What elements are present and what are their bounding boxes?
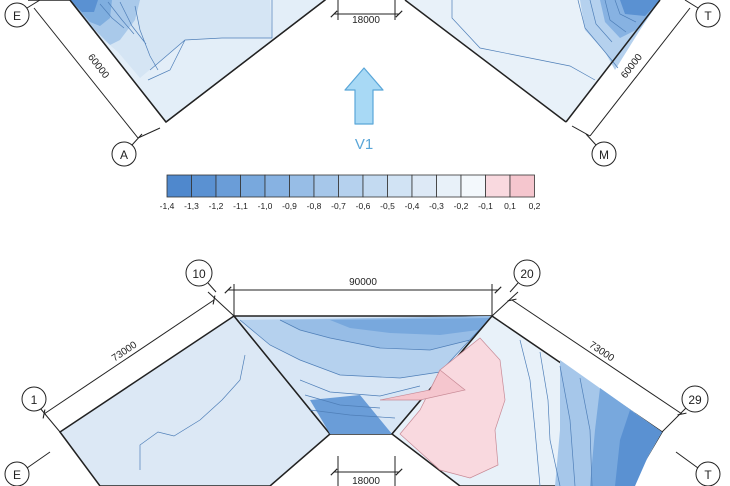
legend-tick-label: 0,2 bbox=[529, 201, 541, 211]
upper-left-contour-4 bbox=[70, 0, 98, 12]
grid-bubble-a bbox=[111, 141, 137, 167]
grid-bubble-m bbox=[591, 141, 617, 167]
grid-bubble-t-upper bbox=[695, 2, 721, 28]
legend-tick-label: -0,2 bbox=[454, 201, 469, 211]
grid-bubble-20 bbox=[513, 259, 541, 287]
legend-tick-label: -0,9 bbox=[282, 201, 297, 211]
lower-right-negative-inlet bbox=[379, 369, 466, 401]
legend-tick-label: -1,0 bbox=[258, 201, 273, 211]
lower-right-dim: 73000 bbox=[587, 340, 617, 365]
grid-bubble-t-lower bbox=[695, 461, 721, 486]
grid-bubble-10 bbox=[185, 259, 213, 287]
legend-swatch bbox=[509, 174, 535, 198]
upper-right-contour-3 bbox=[620, 0, 660, 16]
lower-plan: 90000 73000 73000 18000 10 20 1 29 E T bbox=[4, 259, 721, 486]
wind-label: V1 bbox=[355, 136, 373, 153]
grid-bubble-e-upper bbox=[4, 2, 30, 28]
grid-label: T bbox=[704, 9, 712, 23]
legend-tick-label: -1,4 bbox=[160, 201, 175, 211]
legend-tick-label: -0,7 bbox=[331, 201, 346, 211]
grid-label: 10 bbox=[192, 267, 206, 281]
grid-label: T bbox=[704, 468, 712, 482]
lower-center-contour-4 bbox=[310, 395, 392, 434]
grid-label: 1 bbox=[31, 393, 38, 407]
upper-left-contour-lines bbox=[99, 0, 273, 81]
grid-label: E bbox=[13, 9, 21, 23]
lower-right-contour-3 bbox=[615, 410, 662, 486]
grid-label: 20 bbox=[520, 267, 534, 281]
wind-direction: V1 bbox=[344, 67, 384, 153]
grid-bubble-29 bbox=[681, 385, 709, 413]
lower-left-dim: 73000 bbox=[110, 339, 140, 364]
legend-swatch bbox=[485, 174, 511, 198]
legend-tick-label: -0,5 bbox=[380, 201, 395, 211]
legend-tick-label: -1,2 bbox=[209, 201, 224, 211]
wind-arrow-icon bbox=[344, 67, 384, 125]
legend-swatch bbox=[264, 174, 290, 198]
legend-swatch bbox=[240, 174, 266, 198]
legend-swatch bbox=[289, 174, 315, 198]
legend-tick-label: -0,8 bbox=[307, 201, 322, 211]
upper-right-contour-lines bbox=[451, 0, 637, 81]
grid-bubble-e-lower bbox=[4, 461, 30, 486]
legend-swatch bbox=[387, 174, 413, 198]
grid-label: E bbox=[13, 468, 21, 482]
legend-swatch bbox=[191, 174, 217, 198]
lower-center-contour-3 bbox=[330, 318, 490, 335]
legend-swatch bbox=[362, 174, 388, 198]
grid-bubble-1 bbox=[21, 386, 47, 412]
legend-swatch bbox=[411, 174, 437, 198]
legend-tick-label: -0,1 bbox=[478, 201, 493, 211]
legend-tick-label: -1,3 bbox=[184, 201, 199, 211]
legend-tick-label: -0,3 bbox=[429, 201, 444, 211]
legend-tick-label: -1,1 bbox=[233, 201, 248, 211]
legend-swatch bbox=[313, 174, 339, 198]
legend-swatch bbox=[215, 174, 241, 198]
legend-scale: -1,4 -1,3 -1,2 -1,1 -1,0 -0,9 -0,8 -0,7 -0,6 -0,5… bbox=[160, 174, 541, 211]
lower-gap-dim: 18000 bbox=[352, 476, 380, 486]
legend-tick-label: -0,6 bbox=[356, 201, 371, 211]
lower-left-contour-lines bbox=[139, 354, 246, 470]
lower-center-contour-lines bbox=[239, 315, 493, 419]
legend-swatch bbox=[166, 174, 192, 198]
legend-swatch bbox=[338, 174, 364, 198]
upper-plan: 18000 60000 60000 E T A M bbox=[4, 0, 721, 167]
legend-tick-label: 0,1 bbox=[504, 201, 516, 211]
lower-top-dim: 90000 bbox=[349, 277, 377, 288]
grid-label: M bbox=[599, 148, 609, 162]
grid-label: A bbox=[120, 148, 128, 162]
legend-swatch bbox=[436, 174, 462, 198]
legend-tick-label: -0,4 bbox=[405, 201, 420, 211]
legend-swatch bbox=[460, 174, 486, 198]
grid-label: 29 bbox=[688, 393, 702, 407]
upper-gap-dim: 18000 bbox=[352, 15, 380, 26]
